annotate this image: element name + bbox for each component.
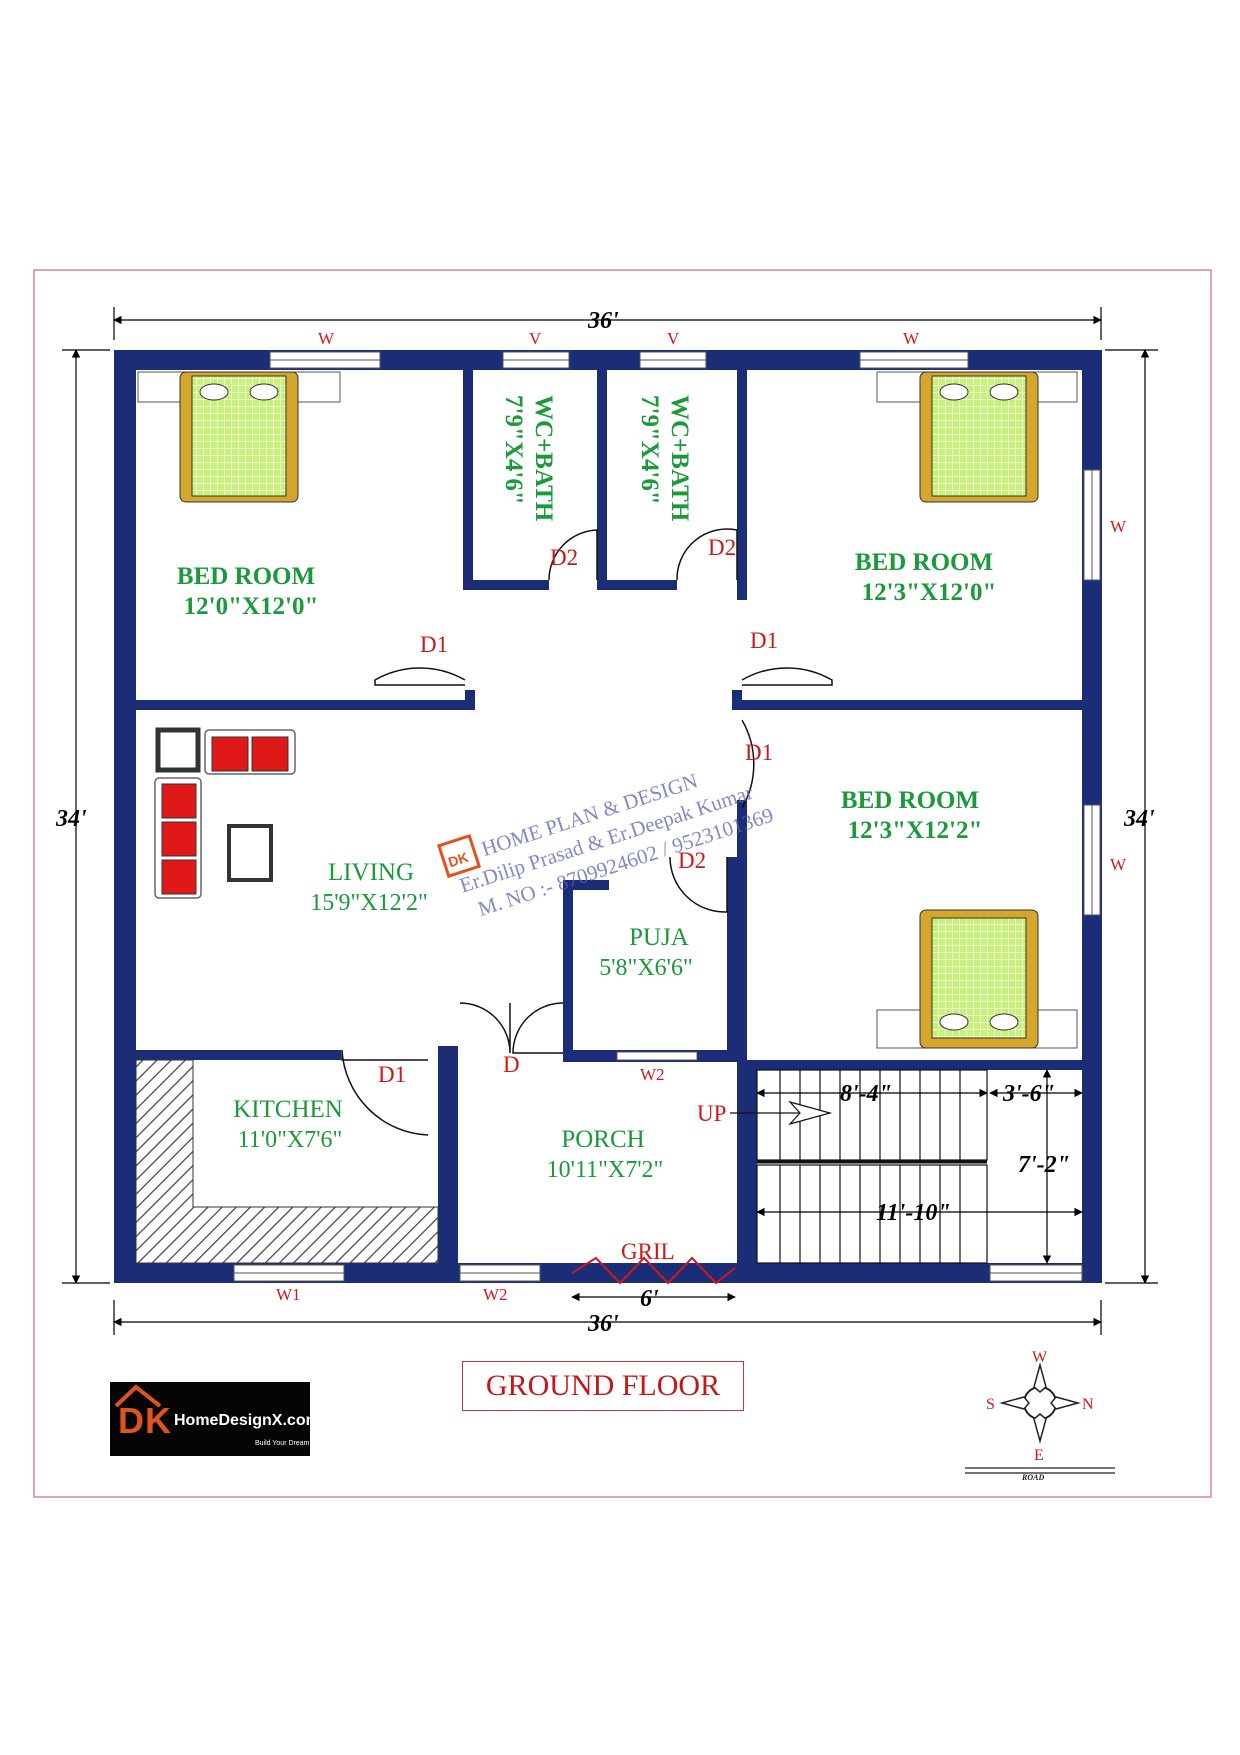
bed-3 [876,909,1078,1049]
gril-zigzag [571,1256,736,1285]
room-name-bed1: BED ROOM [177,563,315,590]
compass-east: E [1034,1447,1044,1464]
watermark: DK HOME PLAN & DESIGN Er.Dilip Prasad & … [436,768,776,921]
dim-bottom: 36' [587,1311,619,1337]
dim-stair-width: 11'-10" [876,1200,951,1226]
win-label-w2: W2 [640,1065,665,1084]
door-label-d2: D2 [550,545,578,570]
room-size-wc2: 7'9"X4'6" [636,395,663,505]
bed-2 [876,371,1078,503]
door-label-d2: D2 [708,535,736,560]
door-swings [341,528,833,1136]
living-furniture [154,727,296,899]
dim-top: 36' [587,308,619,334]
room-name-kitchen: KITCHEN [233,1096,343,1123]
room-name-bed3: BED ROOM [841,787,979,814]
page-border [33,269,1212,1498]
watermark-badge: DK [446,849,470,870]
compass-south: S [986,1396,995,1413]
walls [114,350,1102,1283]
dim-right: 34' [1123,806,1155,832]
win-label-w2: W2 [483,1285,508,1304]
win-label-w: W [1110,517,1127,536]
room-size-wc1: 7'9"X4'6" [500,395,527,505]
logo-site-name: HomeDesignX.com [174,1412,320,1429]
compass-north: N [1082,1396,1094,1413]
compass-west: W [1032,1349,1048,1366]
dim-gate: 6' [640,1286,659,1312]
door-label-d: D [503,1052,520,1077]
room-size-bed3: 12'3"X12'2" [848,817,983,844]
dim-stair-run: 8'-4" [840,1081,892,1107]
room-size-porch: 10'11"X7'2" [547,1157,664,1183]
logo-tagline: Build Your Dream [255,1440,310,1447]
win-label-v: V [529,329,542,348]
win-label-v: V [667,329,680,348]
dimension-lines [62,307,1158,1335]
room-name-living: LIVING [328,859,414,886]
win-label-w: W [903,329,920,348]
dim-landing: 3'-6" [1002,1081,1055,1107]
room-size-bed2: 12'3"X12'0" [862,579,997,606]
floor-title-text: GROUND FLOOR [485,1369,721,1402]
win-label-w1: W1 [276,1285,301,1304]
dim-stair-height: 7'-2" [1018,1152,1070,1178]
dim-left: 34' [55,806,87,832]
watermark-badge-box [436,833,482,879]
compass-road: ROAD [1021,1473,1044,1482]
room-name-bed2: BED ROOM [855,549,993,576]
door-label-d1: D1 [745,740,773,765]
logo-roof-icon [114,1384,162,1408]
win-label-w: W [318,329,335,348]
room-size-kitchen: 11'0"X7'6" [238,1127,343,1153]
bed-1 [137,371,341,503]
stairs-up-label: UP [697,1101,726,1126]
win-label-w: W [1110,855,1127,874]
room-name-wc1: WC+BATH [530,395,557,522]
room-name-wc2: WC+BATH [666,395,693,522]
kitchen-counter [135,1059,439,1264]
door-label-d1: D1 [378,1062,406,1087]
room-name-porch: PORCH [561,1126,644,1153]
door-label-d2: D2 [678,848,706,873]
logo-mark: DK [118,1400,172,1441]
brand-logo: DK HomeDesignX.com Build Your Dream [110,1382,320,1456]
room-size-puja: 5'8"X6'6" [599,955,693,981]
door-label-d1: D1 [420,632,448,657]
gril-label: GRIL [621,1239,675,1264]
window-lines [234,359,1093,1274]
room-name-puja: PUJA [629,924,689,951]
room-size-living: 15'9"X12'2" [310,890,428,916]
door-label-d1: D1 [750,628,778,653]
room-size-bed1: 12'0"X12'0" [184,593,319,620]
floor-title: GROUND FLOOR [462,1361,744,1411]
compass-rose [965,1362,1115,1474]
